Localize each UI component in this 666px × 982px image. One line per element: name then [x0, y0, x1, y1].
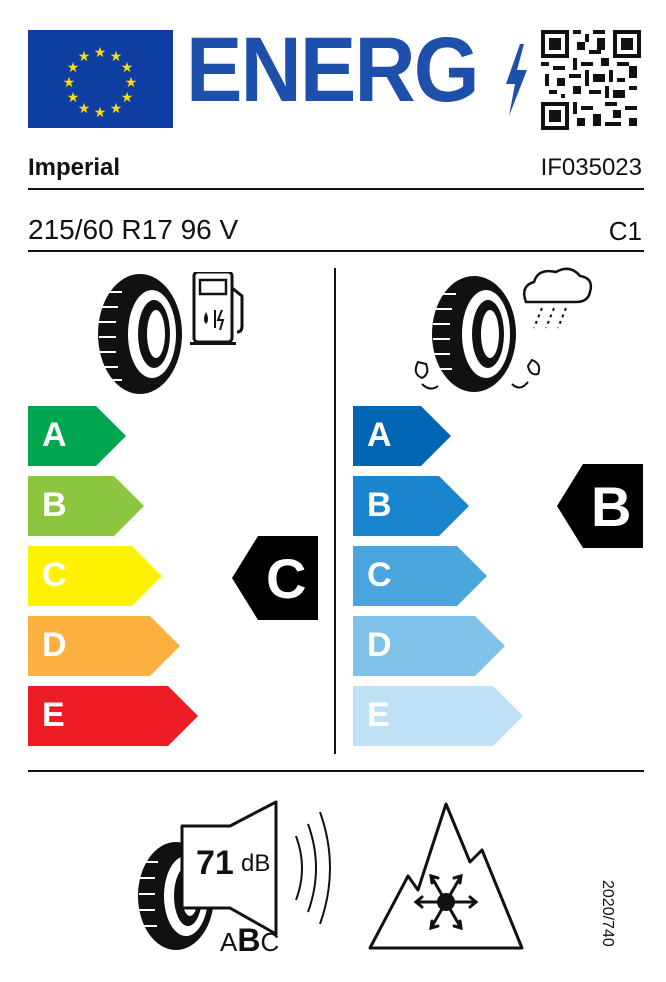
- wet-grip-rating-badge: B: [557, 464, 643, 548]
- model-identifier: IF035023: [540, 154, 642, 181]
- svg-text:★: ★: [110, 101, 123, 117]
- noise-value: 71: [196, 844, 234, 882]
- regulation-number: 2020/740: [599, 880, 616, 947]
- noise-class-scale: ABC: [220, 922, 279, 959]
- fuel-efficiency-band-e: E: [28, 686, 198, 746]
- svg-text:★: ★: [125, 75, 138, 91]
- fuel-efficiency-band-c: C: [28, 546, 162, 606]
- fuel-efficiency-band-letter: A: [42, 416, 67, 454]
- qr-code-icon: [541, 30, 641, 130]
- noise-class-a: A: [220, 927, 238, 957]
- divider: [28, 250, 644, 252]
- noise-class-b: B: [237, 922, 261, 958]
- wet-grip-band-a: A: [353, 406, 451, 466]
- wet-grip-band-letter: D: [367, 626, 392, 664]
- three-peak-mountain-snowflake-icon: [366, 800, 526, 952]
- fuel-efficiency-band-letter: D: [42, 626, 67, 664]
- eu-flag-icon: ★ ★ ★ ★ ★ ★ ★ ★ ★ ★ ★ ★: [28, 30, 173, 128]
- noise-class-c: C: [260, 927, 280, 957]
- tyre-class: C1: [608, 216, 642, 246]
- lightning-bolt-icon: [500, 40, 530, 120]
- svg-text:★: ★: [78, 101, 91, 117]
- wet-grip-band-c: C: [353, 546, 487, 606]
- wet-grip-band-letter: A: [367, 416, 392, 454]
- svg-text:★: ★: [67, 90, 80, 106]
- fuel-efficiency-band-letter: C: [42, 556, 67, 594]
- vertical-divider: [334, 268, 336, 754]
- svg-text:★: ★: [110, 49, 123, 65]
- wet-grip-band-d: D: [353, 616, 505, 676]
- wet-grip-band-b: B: [353, 476, 469, 536]
- divider: [28, 188, 644, 190]
- svg-text:★: ★: [121, 60, 134, 76]
- fuel-efficiency-rating-badge: C: [232, 536, 318, 620]
- fuel-efficiency-band-letter: E: [42, 696, 65, 734]
- noise-unit: dB: [241, 850, 271, 877]
- wet-grip-rating: B: [591, 475, 632, 538]
- fuel-efficiency-band-letter: B: [42, 486, 67, 524]
- fuel-pump-tyre-icon: [96, 270, 246, 397]
- supplier-name: Imperial: [28, 154, 121, 181]
- svg-text:★: ★: [94, 45, 107, 61]
- svg-text:★: ★: [78, 49, 91, 65]
- fuel-efficiency-band-b: B: [28, 476, 144, 536]
- tyre-size: 215/60 R17 96 V: [28, 214, 239, 245]
- tyre-speaker-icon: [136, 800, 346, 952]
- svg-text:★: ★: [121, 90, 134, 106]
- wet-grip-band-letter: E: [367, 696, 390, 734]
- fuel-efficiency-rating: C: [266, 547, 307, 610]
- svg-text:★: ★: [63, 75, 76, 91]
- fuel-efficiency-band-a: A: [28, 406, 126, 466]
- wet-grip-band-e: E: [353, 686, 523, 746]
- svg-text:★: ★: [94, 105, 107, 121]
- wet-grip-band-letter: C: [367, 556, 392, 594]
- svg-text:★: ★: [67, 60, 80, 76]
- fuel-efficiency-band-d: D: [28, 616, 180, 676]
- energy-title: ENERG: [186, 19, 480, 121]
- rain-cloud-tyre-icon: [408, 266, 598, 396]
- wet-grip-band-letter: B: [367, 486, 392, 524]
- divider: [28, 770, 644, 772]
